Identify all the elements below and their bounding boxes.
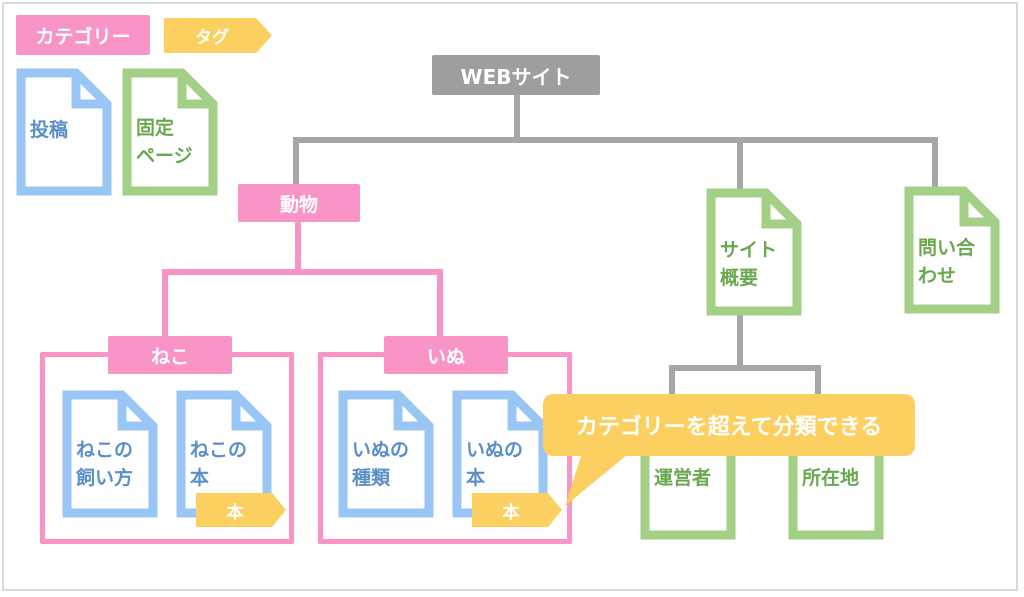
post-label: ねこの 本 <box>190 439 248 489</box>
tag-book-dog: 本 <box>472 493 562 527</box>
tag-label: 本 <box>226 502 244 523</box>
post-document-icon <box>452 390 548 518</box>
category-animal: 動物 <box>238 184 360 222</box>
page-document-icon <box>904 186 1000 314</box>
root-branch <box>293 137 938 190</box>
post-document-icon <box>176 390 272 518</box>
site-overview-branch <box>669 365 821 400</box>
page-site-overview: サイト 概要 <box>706 188 802 316</box>
root-node: WEBサイト <box>432 55 600 95</box>
page-label: 所在地 <box>802 467 860 489</box>
legend-post-label: 投稿 <box>30 119 69 141</box>
post-cat-care: ねこの 飼い方 <box>62 390 158 518</box>
post-document-icon <box>16 68 112 196</box>
diagram-frame <box>2 2 1018 591</box>
post-cat-book: ねこの 本 <box>176 390 272 518</box>
page-document-icon <box>122 68 218 196</box>
callout-text: カテゴリーを超えて分類できる <box>543 394 915 456</box>
page-label: 問い合 わせ <box>918 237 976 287</box>
legend-page: 固定 ページ <box>122 68 218 196</box>
page-document-icon <box>706 188 802 316</box>
post-label: ねこの 飼い方 <box>76 439 134 489</box>
page-label: 運営者 <box>654 467 712 489</box>
legend-category: カテゴリー <box>16 15 150 55</box>
post-dog-book: いぬの 本 <box>452 390 548 518</box>
post-label: いぬの 本 <box>466 439 524 489</box>
callout-bubble: カテゴリーを超えて分類できる <box>543 394 915 514</box>
legend-page-label: 固定 ページ <box>136 117 193 167</box>
tag-label: 本 <box>502 502 520 523</box>
page-label: サイト 概要 <box>720 239 778 289</box>
animal-branch <box>162 269 443 340</box>
legend-tag-label: タグ <box>195 28 229 48</box>
post-document-icon <box>62 390 158 518</box>
callout-pointer <box>565 450 633 506</box>
post-document-icon <box>338 390 434 518</box>
category-dog: いぬ <box>384 336 508 374</box>
page-contact: 問い合 わせ <box>904 186 1000 314</box>
legend-tag: タグ <box>164 18 272 53</box>
post-dog-types: いぬの 種類 <box>338 390 434 518</box>
tag-shape-icon <box>164 18 272 53</box>
tag-book-cat: 本 <box>196 493 286 527</box>
category-cat: ねこ <box>108 336 232 374</box>
tag-shape-icon <box>196 493 286 527</box>
legend-post: 投稿 <box>16 68 112 196</box>
tag-shape-icon <box>472 493 562 527</box>
post-label: いぬの 種類 <box>352 439 410 489</box>
